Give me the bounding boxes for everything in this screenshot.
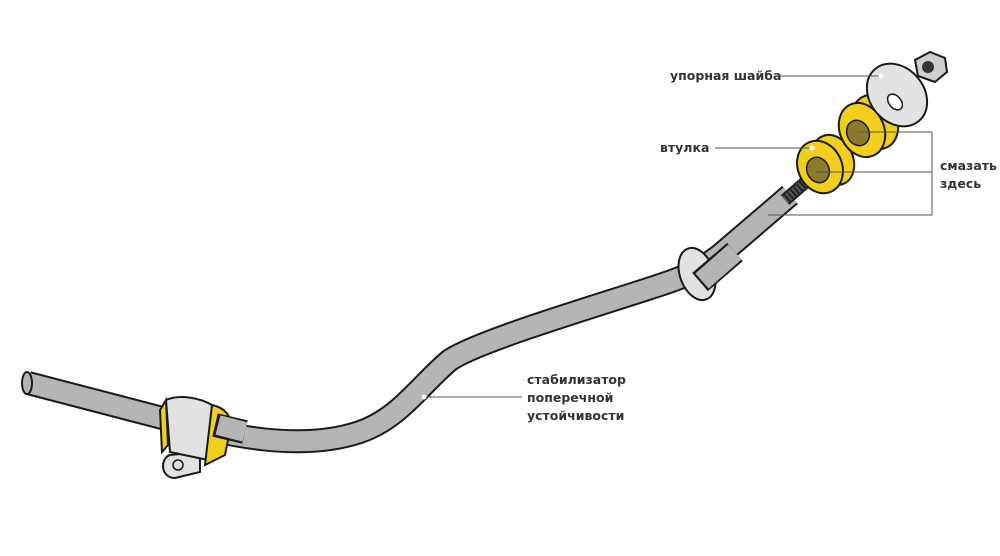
- bar-washer: [677, 242, 743, 302]
- label-bushing: втулка: [660, 140, 710, 155]
- label-stabilizer-line3: устойчивости: [527, 408, 625, 423]
- leader-dots: [421, 73, 884, 400]
- bushing-front: [796, 133, 856, 195]
- label-lubricate-line1: смазать: [940, 158, 997, 173]
- label-stabilizer-line2: поперечной: [527, 390, 614, 405]
- label-stabilizer: стабилизатор поперечной устойчивости: [527, 371, 626, 425]
- thrust-washer: [865, 62, 929, 128]
- leader-lines: [424, 75, 933, 398]
- label-lubricate: смазать здесь: [940, 157, 997, 193]
- bar-clamp: [158, 396, 248, 480]
- label-stabilizer-line1: стабилизатор: [527, 372, 626, 387]
- stabilizer-bar: [21, 185, 798, 454]
- nut: [913, 50, 949, 84]
- label-lubricate-line2: здесь: [940, 176, 982, 191]
- label-thrust-washer: упорная шайба: [670, 68, 782, 83]
